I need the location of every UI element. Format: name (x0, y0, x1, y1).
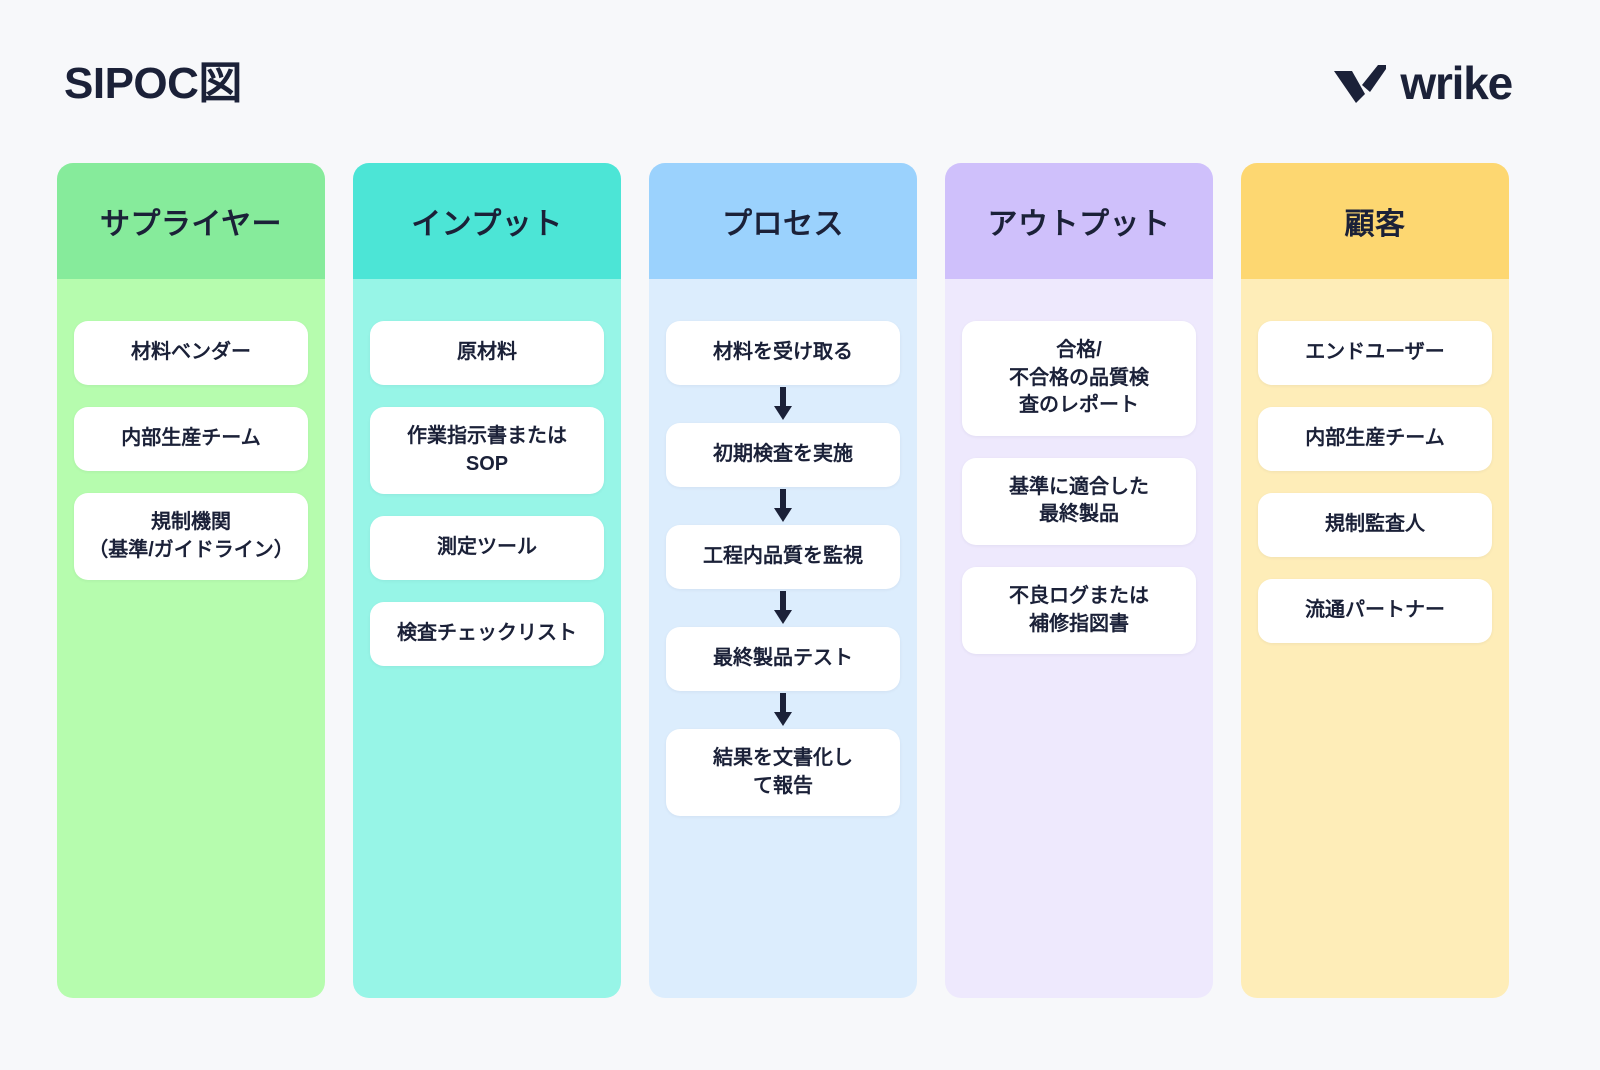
wrike-wordmark: wrike (1400, 57, 1513, 109)
card-suppliers-2[interactable]: 規制機関（基準/ガイドライン） (74, 493, 308, 581)
column-header-outputs: アウトプット (945, 163, 1213, 279)
page-title: SIPOC図 (64, 59, 242, 108)
column-body-outputs: 合格/不合格の品質検査のレポート基準に適合した最終製品不良ログまたは補修指図書 (945, 279, 1213, 998)
card-customers-3[interactable]: 流通パートナー (1258, 579, 1492, 643)
column-header-suppliers: サプライヤー (57, 163, 325, 279)
wrike-checkmark-icon (1334, 63, 1387, 103)
diagram-header: SIPOC図 wrike (0, 0, 1600, 163)
column-header-customers: 顧客 (1241, 163, 1509, 279)
card-process-0[interactable]: 材料を受け取る (666, 321, 900, 385)
card-outputs-0[interactable]: 合格/不合格の品質検査のレポート (962, 321, 1196, 436)
card-inputs-3[interactable]: 検査チェックリスト (370, 602, 604, 667)
card-outputs-1[interactable]: 基準に適合した最終製品 (962, 457, 1196, 545)
down-arrow-icon (666, 589, 900, 627)
column-customers: 顧客エンドユーザー内部生産チーム規制監査人流通パートナー (1241, 163, 1509, 998)
column-body-process: 材料を受け取る初期検査を実施工程内品質を監視最終製品テスト結果を文書化して報告 (649, 279, 917, 998)
column-body-customers: エンドユーザー内部生産チーム規制監査人流通パートナー (1241, 279, 1509, 998)
column-suppliers: サプライヤー材料ベンダー内部生産チーム規制機関（基準/ガイドライン） (57, 163, 325, 998)
sipoc-columns: サプライヤー材料ベンダー内部生産チーム規制機関（基準/ガイドライン）インプット原… (57, 163, 1510, 998)
wrike-logo: wrike (1334, 57, 1513, 109)
column-header-process: プロセス (649, 163, 917, 279)
card-suppliers-0[interactable]: 材料ベンダー (74, 321, 308, 385)
card-process-4[interactable]: 結果を文書化して報告 (666, 729, 900, 817)
card-process-1[interactable]: 初期検査を実施 (666, 423, 900, 487)
card-process-3[interactable]: 最終製品テスト (666, 627, 900, 691)
card-suppliers-1[interactable]: 内部生産チーム (74, 407, 308, 471)
card-inputs-2[interactable]: 測定ツール (370, 516, 604, 581)
card-customers-2[interactable]: 規制監査人 (1258, 493, 1492, 557)
card-process-2[interactable]: 工程内品質を監視 (666, 525, 900, 589)
down-arrow-icon (666, 691, 900, 729)
down-arrow-icon (666, 385, 900, 423)
column-header-inputs: インプット (353, 163, 621, 279)
column-outputs: アウトプット合格/不合格の品質検査のレポート基準に適合した最終製品不良ログまたは… (945, 163, 1213, 998)
card-customers-0[interactable]: エンドユーザー (1258, 321, 1492, 385)
column-process: プロセス材料を受け取る初期検査を実施工程内品質を監視最終製品テスト結果を文書化し… (649, 163, 917, 998)
down-arrow-icon (666, 487, 900, 525)
card-inputs-0[interactable]: 原材料 (370, 321, 604, 385)
column-body-suppliers: 材料ベンダー内部生産チーム規制機関（基準/ガイドライン） (57, 279, 325, 998)
card-outputs-2[interactable]: 不良ログまたは補修指図書 (962, 566, 1196, 655)
card-customers-1[interactable]: 内部生産チーム (1258, 407, 1492, 471)
